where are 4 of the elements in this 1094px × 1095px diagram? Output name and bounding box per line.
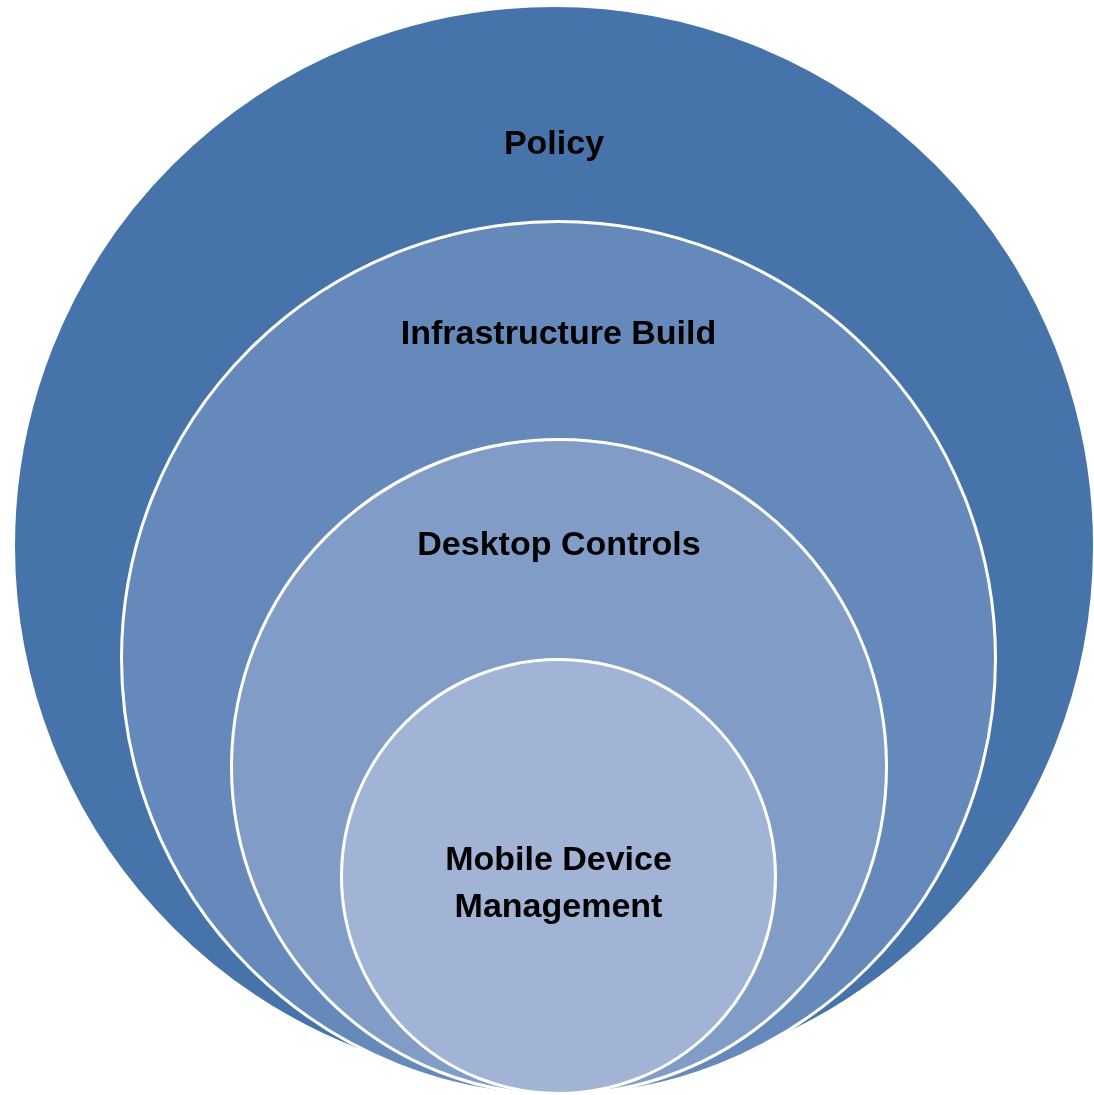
circle-label: Infrastructure Build [399,312,718,353]
circle-label: Mobile Device Management [444,838,673,926]
circle-label: Policy [502,122,606,163]
circle-label: Desktop Controls [416,523,702,564]
